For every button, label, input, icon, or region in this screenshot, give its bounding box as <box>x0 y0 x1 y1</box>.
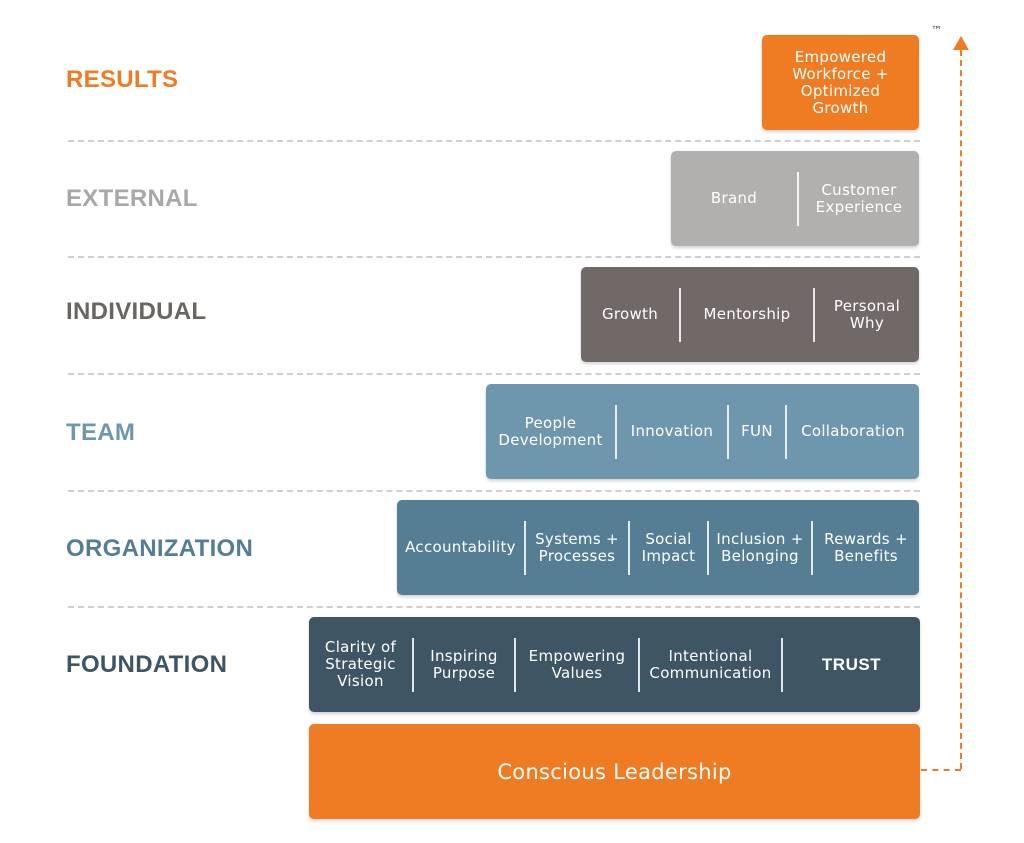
cell-divider <box>811 520 813 575</box>
foundation-item-trust: TRUST <box>821 655 882 674</box>
individual-item-growth: Growth <box>601 305 659 323</box>
cell-divider <box>679 287 681 342</box>
row-label-foundation: FOUNDATION <box>66 651 228 678</box>
row-label-individual: INDIVIDUAL <box>66 298 207 325</box>
results-block: Empowered Workforce + Optimized Growth <box>762 35 919 130</box>
separator-line <box>68 373 920 375</box>
separator-line <box>68 490 920 492</box>
cell-divider <box>707 520 709 575</box>
dashed-arrow-vertical <box>960 50 962 769</box>
separator-line <box>68 140 920 142</box>
cell-divider <box>813 287 815 342</box>
row-label-team: TEAM <box>66 419 136 446</box>
cell-divider <box>524 520 526 575</box>
cell-divider <box>615 404 617 459</box>
conscious-leadership-base: Conscious Leadership <box>309 724 920 819</box>
individual-item-personal-why: Personal Why <box>833 296 901 332</box>
individual-block: Growth Mentorship Personal Why <box>581 267 919 362</box>
row-label-external: EXTERNAL <box>66 185 198 212</box>
cell-divider <box>514 637 516 692</box>
team-item-collaboration: Collaboration <box>801 422 905 440</box>
row-label-organization: ORGANIZATION <box>66 535 254 562</box>
cell-divider <box>727 404 729 459</box>
external-item-customer-experience: Customer Experience <box>815 180 903 216</box>
team-block: People Development Innovation FUN Collab… <box>486 384 919 479</box>
cell-divider <box>797 171 799 226</box>
separator-line <box>68 256 920 258</box>
organization-block: Accountability Systems + Processes Socia… <box>397 500 919 595</box>
trademark-mark: ™ <box>931 24 942 37</box>
conscious-leadership-label: Conscious Leadership <box>497 759 732 784</box>
foundation-block: Clarity of Strategic Vision Inspiring Pu… <box>309 617 920 712</box>
organization-item-rewards-benefits: Rewards + Benefits <box>824 529 908 565</box>
team-item-people-development: People Development <box>498 413 603 449</box>
team-item-fun: FUN <box>741 422 773 440</box>
cell-divider <box>638 637 640 692</box>
separator-line <box>68 606 920 608</box>
dashed-arrow-horizontal <box>921 769 961 771</box>
cell-divider <box>785 404 787 459</box>
organization-item-inclusion-belonging: Inclusion + Belonging <box>716 529 804 565</box>
results-item-empowered-workforce: Empowered Workforce + Optimized Growth <box>792 47 889 117</box>
cell-divider <box>412 637 414 692</box>
cell-divider <box>781 637 783 692</box>
external-item-brand: Brand <box>710 189 758 207</box>
foundation-item-intentional-communication: Intentional Communication <box>649 646 772 682</box>
foundation-item-empowering-values: Empowering Values <box>528 646 626 682</box>
external-block: Brand Customer Experience <box>671 151 919 246</box>
foundation-item-clarity-of-strategic-vision: Clarity of Strategic Vision <box>324 638 397 690</box>
organization-item-accountability: Accountability <box>405 538 516 556</box>
individual-item-mentorship: Mentorship <box>703 305 791 323</box>
foundation-item-inspiring-purpose: Inspiring Purpose <box>430 646 498 682</box>
dashed-up-arrow-icon <box>953 36 969 50</box>
organization-item-systems-processes: Systems + Processes <box>535 529 619 565</box>
cell-divider <box>628 520 630 575</box>
team-item-innovation: Innovation <box>630 422 714 440</box>
organization-item-social-impact: Social Impact <box>641 529 696 565</box>
row-label-results: RESULTS <box>66 66 179 93</box>
